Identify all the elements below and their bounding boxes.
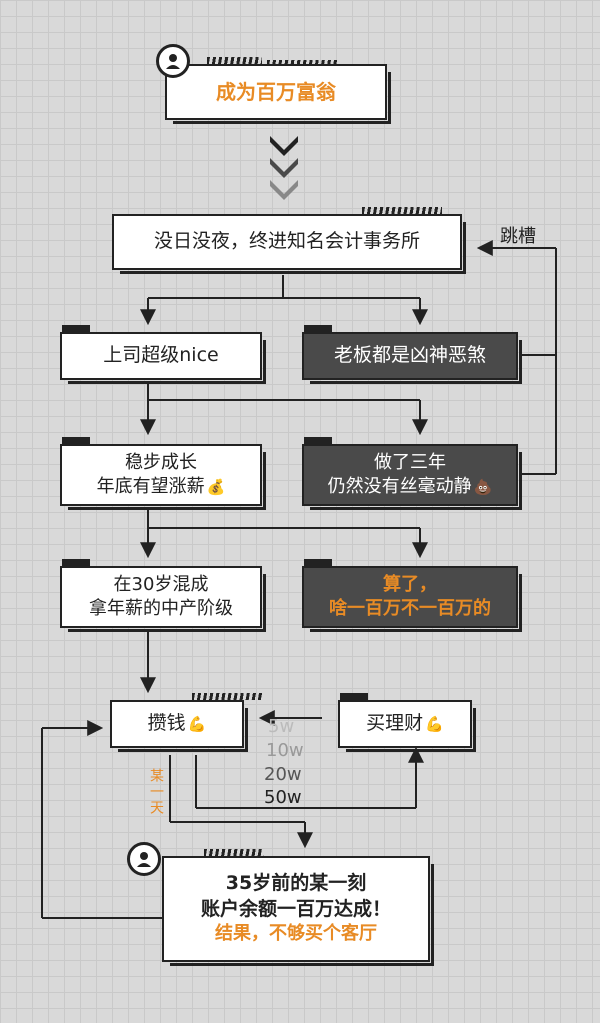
chevron-down-icon bbox=[270, 136, 298, 200]
stripe-decoration bbox=[192, 693, 262, 700]
jump-job-label: 跳槽 bbox=[500, 226, 536, 247]
left-box-steady-growth: 稳步成长 年底有望涨薪💰 bbox=[60, 437, 266, 510]
final-box: 35岁前的某一刻 账户余额一百万达成！ 结果，不够买个客厅 bbox=[162, 849, 434, 966]
user-avatar-icon bbox=[156, 44, 190, 78]
amount-50w: 50w bbox=[264, 787, 302, 808]
user-avatar-icon bbox=[127, 842, 161, 876]
poop-icon: 💩 bbox=[473, 478, 493, 496]
someday-label: 某一天 bbox=[148, 768, 164, 816]
right-box-give-up: 算了， 啥一百万不一百万的 bbox=[302, 559, 522, 632]
right-box-no-progress: 做了三年 仍然没有丝毫动静💩 bbox=[302, 437, 522, 510]
goal-text: 成为百万富翁 bbox=[216, 79, 336, 104]
goal-box: 成为百万富翁 bbox=[165, 57, 391, 124]
right-box-mean-boss: 老板都是凶神恶煞 bbox=[302, 325, 522, 384]
step-join-firm: 没日没夜，终进知名会计事务所 bbox=[112, 207, 466, 274]
money-bag-icon: 💰 bbox=[206, 478, 226, 496]
amount-20w: 20w bbox=[264, 764, 302, 785]
stripe-decoration bbox=[204, 849, 264, 856]
stripe-decoration bbox=[207, 57, 262, 64]
invest-box: 买理财💪 bbox=[338, 693, 476, 752]
muscle-icon: 💪 bbox=[425, 715, 444, 734]
save-money-box: 攒钱💪 bbox=[110, 693, 262, 752]
amount-5w: 5w bbox=[268, 716, 295, 737]
stripe-decoration bbox=[362, 207, 442, 214]
muscle-icon: 💪 bbox=[187, 715, 207, 734]
amount-10w: 10w bbox=[266, 740, 304, 761]
left-box-middle-class: 在30岁混成 拿年薪的中产阶级 bbox=[60, 559, 266, 632]
left-box-nice-boss: 上司超级nice bbox=[60, 325, 266, 384]
